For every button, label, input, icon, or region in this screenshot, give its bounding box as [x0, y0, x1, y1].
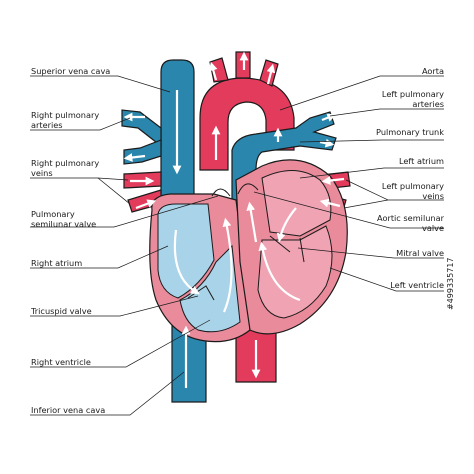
- label-right-ventricle: Right ventricle: [31, 357, 91, 367]
- mitral-valve: [269, 235, 305, 263]
- aortic-semilunar-valve: [237, 183, 259, 195]
- label-right-pulmonary-veins: Right pulmonary veins: [31, 158, 100, 178]
- label-tricuspid-valve: Tricuspid valve: [31, 306, 92, 316]
- label-mitral-valve: Mitral valve: [396, 248, 444, 258]
- label-left-pulmonary-veins: Left pulmonary veins: [381, 181, 444, 201]
- pulmonary-semilunar-valve: [211, 188, 231, 197]
- left-ventricle-chamber: [257, 225, 333, 319]
- right-atrium-chamber: [157, 203, 215, 299]
- pulmonary-trunk-vessel: [231, 111, 337, 211]
- label-left-ventricle: Left ventricle: [390, 280, 444, 290]
- blood-flow-arrows: [123, 51, 345, 388]
- label-inferior-vena-cava: Inferior vena cava: [31, 405, 106, 415]
- label-aortic-semilunar-valve: Aortic semilunar valve: [376, 213, 444, 233]
- label-pulmonary-trunk: Pulmonary trunk: [376, 127, 444, 137]
- right-pulmonary-artery-upper: [121, 109, 162, 148]
- leader-lines: [30, 75, 444, 416]
- label-pulmonary-semilunar-valve: Pulmonary semilunar valve: [31, 209, 97, 229]
- right-pulmonary-artery-lower: [123, 139, 162, 165]
- label-right-pulmonary-arteries: Right pulmonary arteries: [31, 110, 100, 130]
- label-aorta: Aorta: [421, 66, 444, 76]
- label-right-atrium: Right atrium: [31, 258, 83, 268]
- stock-id-text: #499335717: [446, 257, 455, 310]
- label-left-pulmonary-arteries: Left pulmonary arteries: [381, 89, 444, 109]
- label-superior-vena-cava: Superior vena cava: [31, 66, 111, 76]
- label-left-atrium: Left atrium: [398, 156, 444, 166]
